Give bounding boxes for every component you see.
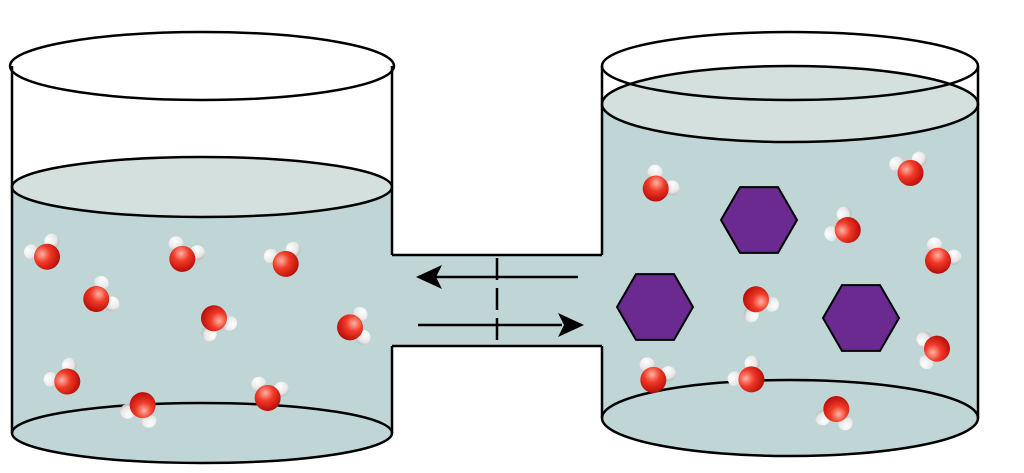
hexagon-solute-icon bbox=[821, 284, 901, 352]
solute-particles bbox=[615, 186, 901, 352]
water-molecules bbox=[23, 151, 962, 431]
water-molecule-icon bbox=[815, 396, 853, 431]
arrow-toward-left bbox=[416, 265, 578, 289]
water-molecule-icon bbox=[727, 355, 765, 393]
water-molecule-icon bbox=[916, 331, 950, 370]
water-molecule-icon bbox=[889, 151, 927, 186]
right-liquid-surface bbox=[600, 64, 980, 144]
left-beaker bbox=[8, 30, 396, 465]
water-molecule-icon bbox=[83, 275, 120, 312]
left-liquid bbox=[12, 187, 392, 463]
water-molecule-icon bbox=[251, 376, 289, 411]
hexagon-solute-icon bbox=[719, 186, 799, 254]
water-molecule-icon bbox=[642, 164, 680, 202]
right-beaker bbox=[600, 30, 980, 458]
right-liquid bbox=[602, 104, 978, 456]
water-molecule-icon bbox=[925, 237, 962, 274]
water-molecule-icon bbox=[201, 305, 238, 342]
water-molecule-icon bbox=[43, 357, 81, 395]
water-molecule-icon bbox=[639, 357, 676, 393]
water-molecule-icon bbox=[23, 233, 60, 270]
hexagon-solute-icon bbox=[615, 273, 695, 341]
water-molecule-icon bbox=[168, 236, 205, 272]
arrow-toward-right bbox=[418, 313, 584, 337]
left-beaker-rim bbox=[8, 30, 396, 102]
water-molecule-icon bbox=[263, 241, 301, 277]
water-molecule-icon bbox=[337, 306, 371, 345]
water-molecule-icon bbox=[120, 392, 157, 428]
left-liquid-surface bbox=[10, 155, 394, 219]
water-molecule-icon bbox=[824, 206, 861, 243]
water-molecule-icon bbox=[743, 286, 780, 323]
